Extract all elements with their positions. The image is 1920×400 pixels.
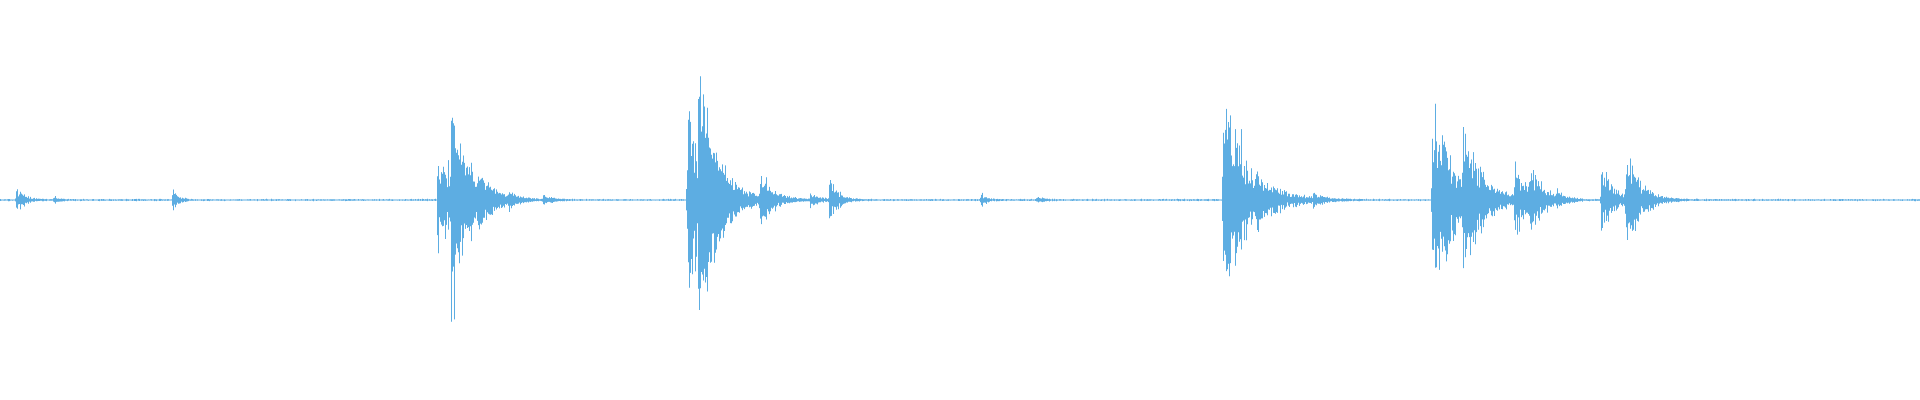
waveform-signal bbox=[0, 76, 1920, 322]
